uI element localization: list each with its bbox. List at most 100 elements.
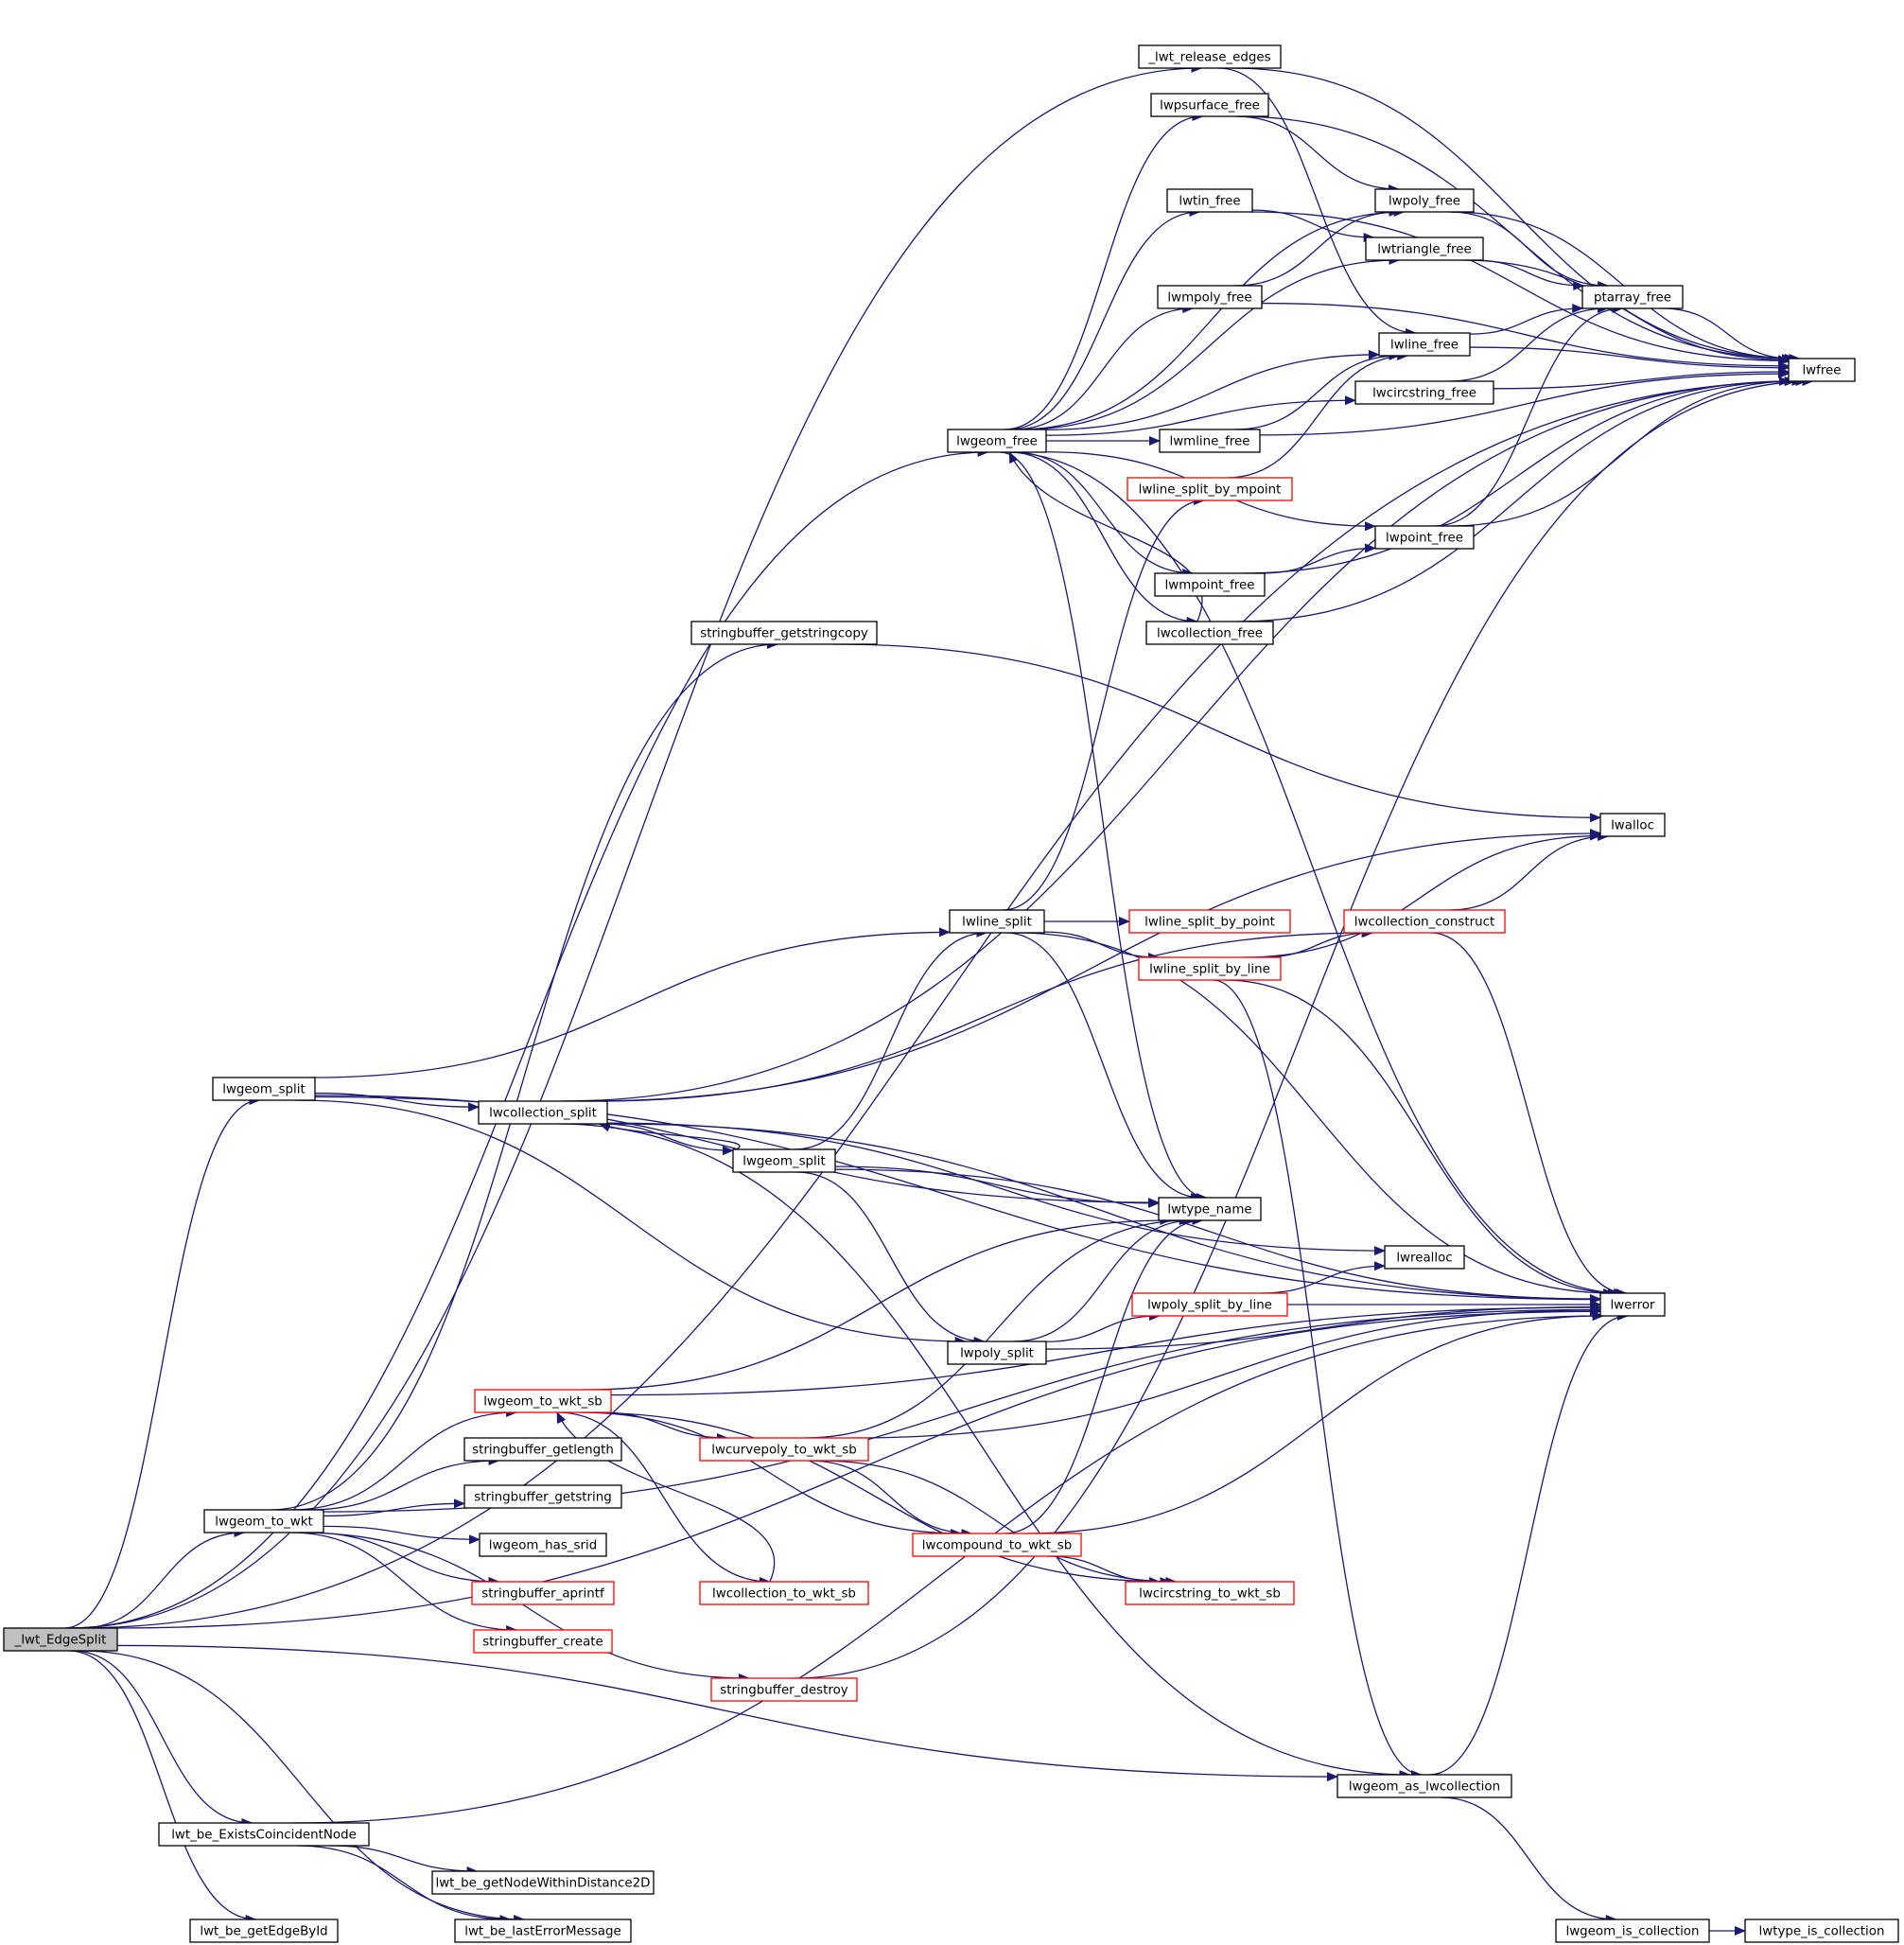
- node-lwgeom-free[interactable]: lwgeom_free: [947, 429, 1047, 453]
- node-lwgeom-is-collection[interactable]: lwgeom_is_collection: [1555, 1919, 1710, 1943]
- edge-lwgeom-to-wkt-to-stringbuffer-destroy: [299, 1532, 750, 1683]
- edge-lwcollection-construct-to-lwalloc: [1448, 832, 1610, 911]
- edge-path: [1251, 209, 1375, 242]
- node-lwpoint-free[interactable]: lwpoint_free: [1374, 525, 1475, 550]
- edge-lwcurvepoly-to-wkt-sb-to-lwcircstring-to-wkt-sb: [817, 1460, 1178, 1586]
- node-label: lwline_split_by_line: [1149, 963, 1270, 977]
- node-lwcircstring-to-wkt-sb[interactable]: lwcircstring_to_wkt_sb: [1125, 1581, 1295, 1605]
- node-lwmline-free[interactable]: lwmline_free: [1159, 429, 1261, 453]
- edge-lwpoly-split-to-lwpoly-split-by-line: [1045, 1311, 1162, 1342]
- node-lwpoly-free[interactable]: lwpoly_free: [1374, 188, 1475, 213]
- node-lwline-split[interactable]: lwline_split: [949, 909, 1045, 934]
- node-lwline-split-by-line[interactable]: lwline_split_by_line: [1138, 956, 1282, 981]
- node-lwmpoly-free[interactable]: lwmpoly_free: [1157, 285, 1263, 309]
- edge-path: [1261, 302, 1790, 371]
- node-label: lwcollection_split: [489, 1107, 597, 1121]
- edges-layer: [64, 63, 1814, 1936]
- node-lwcurvepoly-to-wkt-sb[interactable]: lwcurvepoly_to_wkt_sb: [699, 1437, 869, 1462]
- node-lwline-split-by-mpoint[interactable]: lwline_split_by_mpoint: [1127, 477, 1293, 501]
- node-lwcompound-to-wkt-sb[interactable]: lwcompound_to_wkt_sb: [912, 1533, 1082, 1557]
- node-lwgeom-as-lwcollection[interactable]: lwgeom_as_lwcollection: [1336, 1774, 1512, 1798]
- node-ptarray-free[interactable]: ptarray_free: [1581, 285, 1684, 309]
- node-lwalloc[interactable]: lwalloc: [1599, 813, 1666, 837]
- node-box: [1154, 572, 1266, 597]
- node-box: [463, 1484, 622, 1509]
- node-stringbuffer-getstringcopy[interactable]: stringbuffer_getstringcopy: [690, 621, 878, 645]
- edge-lwgeom-split-top-to-lwline-split: [313, 927, 951, 1078]
- edge-path: [1234, 207, 1401, 287]
- node-label: ptarray_free: [1594, 291, 1671, 306]
- node-lwcollection-to-wkt-sb[interactable]: lwcollection_to_wkt_sb: [699, 1581, 869, 1605]
- edge-lwcollection-split-to-lwalloc: [585, 828, 1601, 1102]
- node-lwcollection-free[interactable]: lwcollection_free: [1145, 621, 1274, 645]
- node-lwtriangle-free[interactable]: lwtriangle_free: [1365, 237, 1484, 261]
- node-label: lwgeom_is_collection: [1566, 1925, 1700, 1939]
- node-stringbuffer-destroy[interactable]: stringbuffer_destroy: [710, 1677, 858, 1702]
- node-box: [1744, 1919, 1899, 1943]
- node-stringbuffer-aprintf[interactable]: stringbuffer_aprintf: [471, 1581, 615, 1605]
- node-label: lwmline_free: [1170, 435, 1250, 449]
- node-lwline-free[interactable]: lwline_free: [1378, 332, 1471, 357]
- node-lwpsurface-free[interactable]: lwpsurface_free: [1150, 93, 1269, 117]
- node-stringbuffer-create[interactable]: stringbuffer_create: [473, 1629, 613, 1654]
- edge-path: [1224, 979, 1619, 1298]
- node-lwpoly-split[interactable]: lwpoly_split: [947, 1340, 1047, 1365]
- node-lwtin-free[interactable]: lwtin_free: [1166, 188, 1253, 213]
- node-lwmpoint-free[interactable]: lwmpoint_free: [1154, 572, 1266, 597]
- node-stringbuffer-getstring[interactable]: stringbuffer_getstring: [463, 1484, 622, 1509]
- node-lwt-be-lasterrormessage[interactable]: lwt_be_lastErrorMessage: [454, 1919, 632, 1943]
- node-lwfree[interactable]: lwfree: [1788, 358, 1856, 382]
- node-box: [690, 621, 878, 645]
- node-lwrealloc[interactable]: lwrealloc: [1384, 1245, 1465, 1270]
- node-box: [1128, 909, 1291, 934]
- node-lwcollection-split[interactable]: lwcollection_split: [478, 1100, 608, 1125]
- node-lwt-edgesplit[interactable]: _lwt_EdgeSplit: [3, 1627, 118, 1652]
- node-lwgeom-split-mid[interactable]: lwgeom_split: [732, 1148, 836, 1173]
- node-lwgeom-to-wkt[interactable]: lwgeom_to_wkt: [203, 1509, 324, 1533]
- edge-lwcollection-split-to-lwgeom-split-mid: [599, 1123, 734, 1156]
- edge-lwgeom-split-mid-to-lwline-split: [794, 928, 988, 1150]
- edge-lwpoint-free-to-lwfree: [1451, 377, 1796, 527]
- edge-path: [1242, 377, 1790, 574]
- node-lwt-be-existscoincidentnode[interactable]: lwt_be_ExistsCoincidentNode: [158, 1822, 370, 1847]
- edge-lwgeom-as-lwcollection-to-lwgeom-is-collection: [1441, 1796, 1617, 1924]
- edge-path: [1045, 395, 1356, 436]
- node-lwline-split-by-point[interactable]: lwline_split_by_point: [1128, 909, 1291, 934]
- edge-lwtin-free-to-lwtriangle-free: [1251, 209, 1375, 242]
- node-lwgeom-split-top[interactable]: lwgeom_split: [212, 1077, 316, 1101]
- edge-lwcollection-free-to-lwfree: [1235, 377, 1797, 622]
- edge-path: [1461, 259, 1790, 365]
- node-lwcollection-construct[interactable]: lwcollection_construct: [1343, 909, 1506, 934]
- node-lwt-release-edges[interactable]: _lwt_release_edges: [1138, 44, 1282, 69]
- edge-path: [1009, 451, 1198, 626]
- node-lwgeom-has-srid[interactable]: lwgeom_has_srid: [479, 1533, 607, 1557]
- node-box: [710, 1677, 858, 1702]
- node-box: [1374, 188, 1475, 213]
- node-label: stringbuffer_create: [482, 1636, 603, 1650]
- edge-lwgeom-free-to-lwline-free: [1045, 349, 1380, 430]
- node-lwtype-is-collection[interactable]: lwtype_is_collection: [1744, 1919, 1899, 1943]
- edge-path: [1441, 1796, 1617, 1924]
- edge-path: [79, 1650, 526, 1924]
- node-label: lwgeom_free: [956, 435, 1038, 449]
- node-lwerror[interactable]: lwerror: [1599, 1292, 1666, 1317]
- node-lwgeom-to-wkt-sb[interactable]: lwgeom_to_wkt_sb: [474, 1389, 612, 1413]
- edge-path: [1022, 255, 1401, 430]
- edge-path: [1046, 1555, 1162, 1586]
- node-label: lwcollection_to_wkt_sb: [712, 1587, 856, 1602]
- node-box: [454, 1919, 632, 1943]
- edge-lwgeom-free-to-lwmpoint-free: [1013, 451, 1195, 578]
- node-lwpoly-split-by-line[interactable]: lwpoly_split_by_line: [1131, 1292, 1288, 1317]
- edge-path: [289, 1532, 518, 1635]
- node-lwcircstring-free[interactable]: lwcircstring_free: [1354, 380, 1494, 405]
- node-lwt-be-getnodewithindistance2d[interactable]: lwt_be_getNodeWithinDistance2D: [431, 1870, 655, 1895]
- edge-lwline-split-by-mpoint-to-lwline-free: [1226, 351, 1409, 479]
- edge-lwgeom-to-wkt-to-stringbuffer-getstring: [323, 1498, 465, 1517]
- node-label: lwgeom_has_srid: [489, 1539, 597, 1553]
- node-lwt-be-getedgebyid[interactable]: lwt_be_getEdgeById: [189, 1919, 339, 1943]
- edge-path: [610, 1303, 1601, 1396]
- node-lwtype-name[interactable]: lwtype_name: [1158, 1197, 1262, 1221]
- node-stringbuffer-getlength[interactable]: stringbuffer_getlength: [463, 1437, 622, 1462]
- edge-lwline-split-by-line-to-lwcollection-construct: [1261, 928, 1374, 958]
